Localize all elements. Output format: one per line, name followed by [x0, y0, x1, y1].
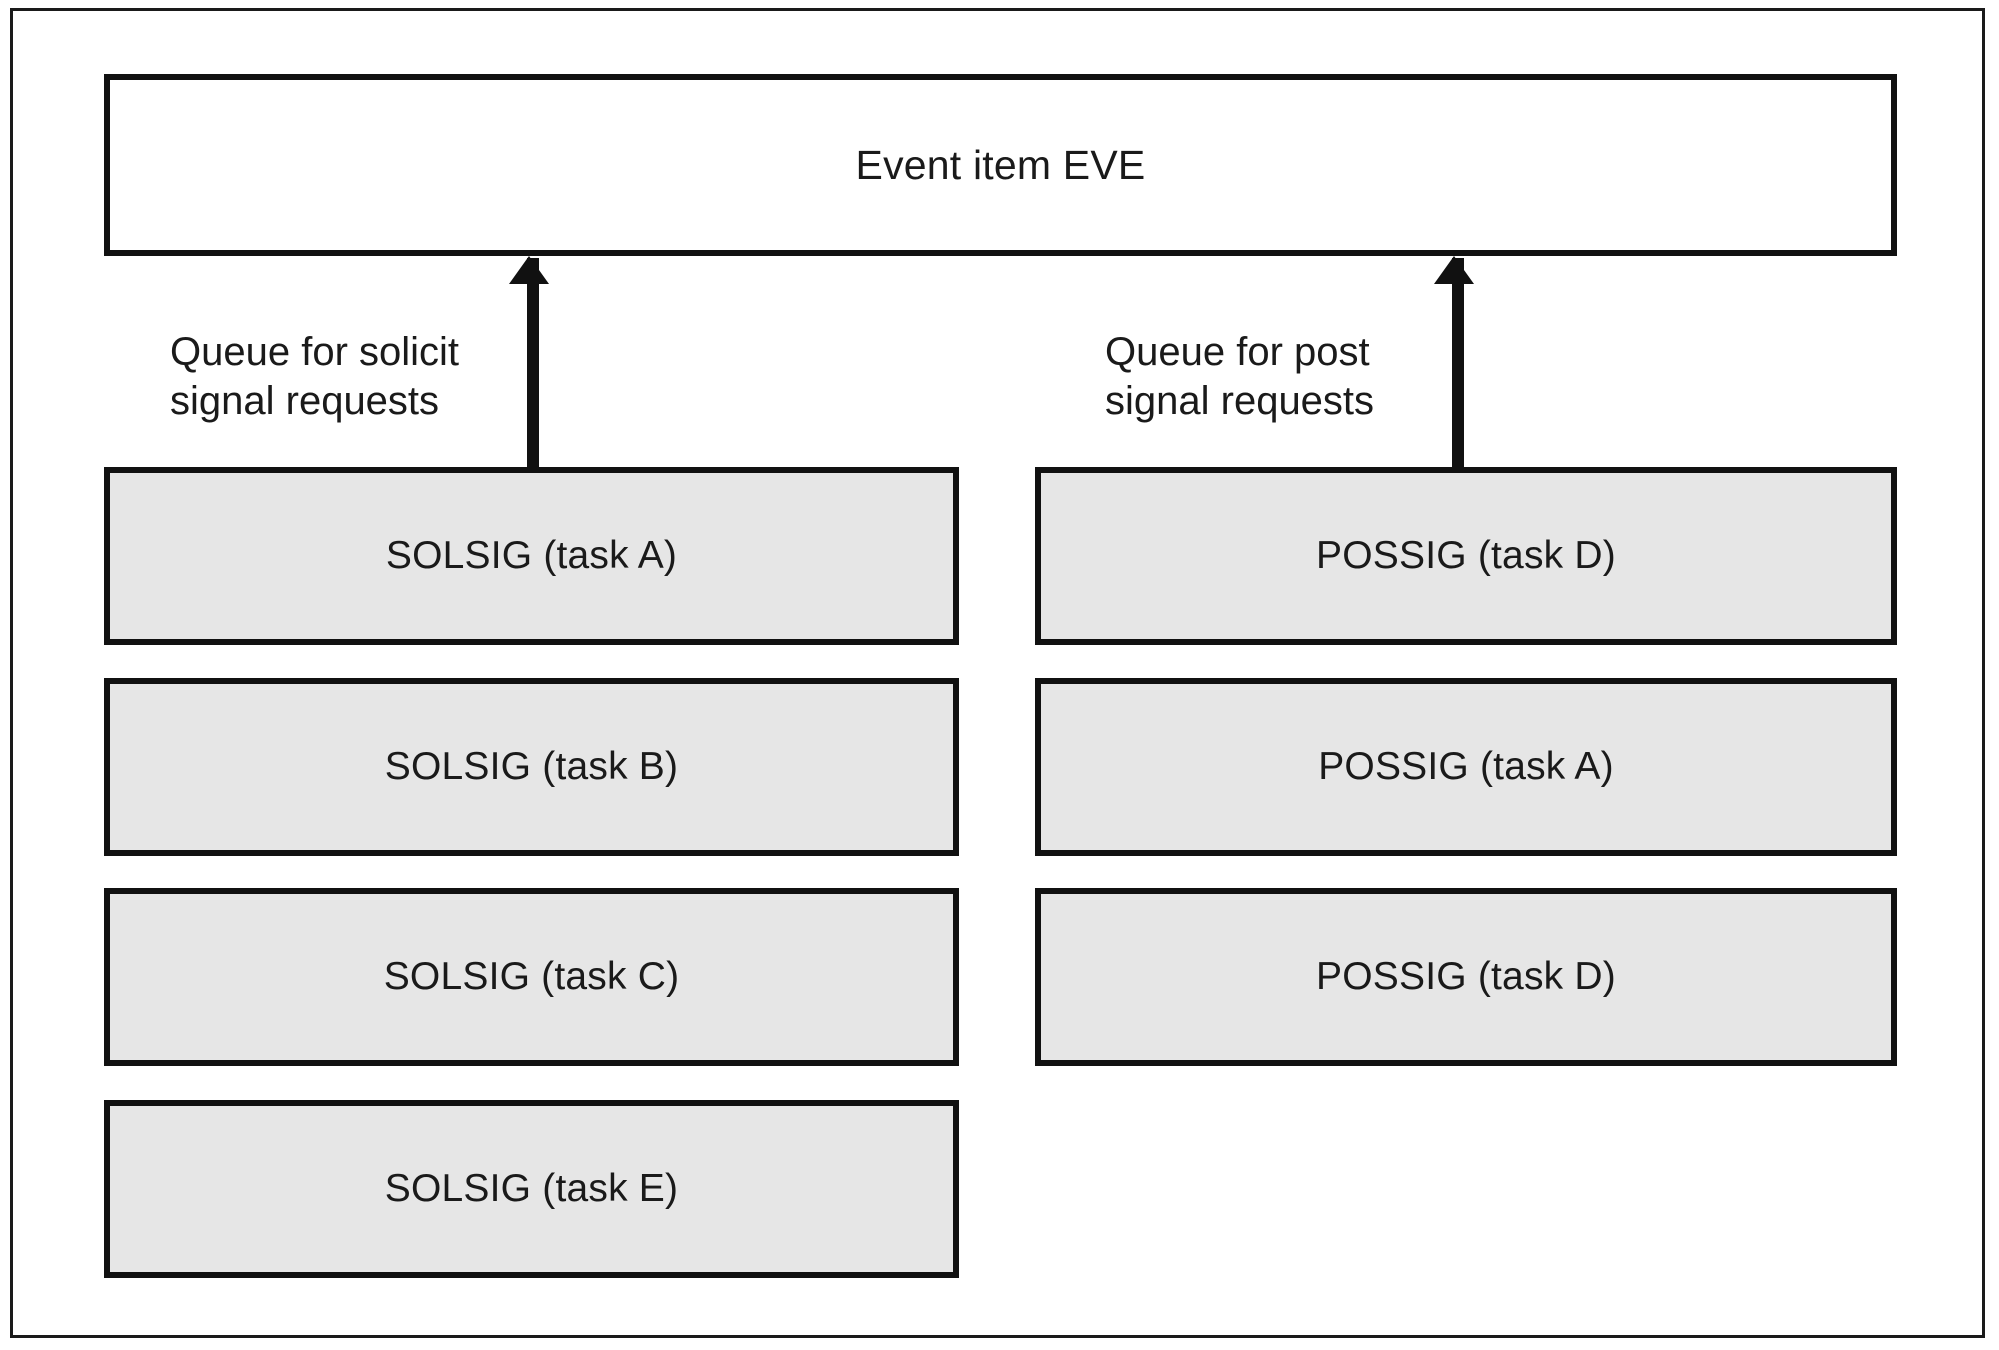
possig-task-d-box-2: POSSIG (task D) [1035, 888, 1897, 1066]
possig-task-d-label-1: POSSIG (task D) [1316, 534, 1616, 577]
solsig-task-c-box: SOLSIG (task C) [104, 888, 959, 1066]
solicit-queue-arrow-shaft [527, 258, 539, 470]
solsig-task-b-label: SOLSIG (task B) [384, 745, 679, 788]
possig-task-a-label: POSSIG (task A) [1318, 745, 1614, 788]
solicit-queue-annotation: Queue for solicit signal requests [170, 330, 460, 423]
solsig-task-e-box: SOLSIG (task E) [104, 1100, 959, 1278]
post-queue-arrow-shaft [1452, 258, 1464, 470]
solsig-task-e-label: SOLSIG (task E) [384, 1167, 679, 1210]
solsig-task-a-box: SOLSIG (task A) [104, 467, 959, 645]
solsig-task-a-label: SOLSIG (task A) [385, 534, 678, 577]
solicit-queue-arrow-head-icon [509, 256, 549, 284]
solsig-task-c-label: SOLSIG (task C) [383, 955, 680, 998]
possig-task-d-box-1: POSSIG (task D) [1035, 467, 1897, 645]
possig-task-d-label-2: POSSIG (task D) [1316, 955, 1616, 998]
solsig-task-b-box: SOLSIG (task B) [104, 678, 959, 856]
post-queue-arrow-head-icon [1434, 256, 1474, 284]
event-item-box: Event item EVE [104, 74, 1897, 256]
possig-task-a-box: POSSIG (task A) [1035, 678, 1897, 856]
event-item-label: Event item EVE [855, 141, 1146, 188]
post-queue-annotation: Queue for post signal requests [1105, 330, 1375, 423]
